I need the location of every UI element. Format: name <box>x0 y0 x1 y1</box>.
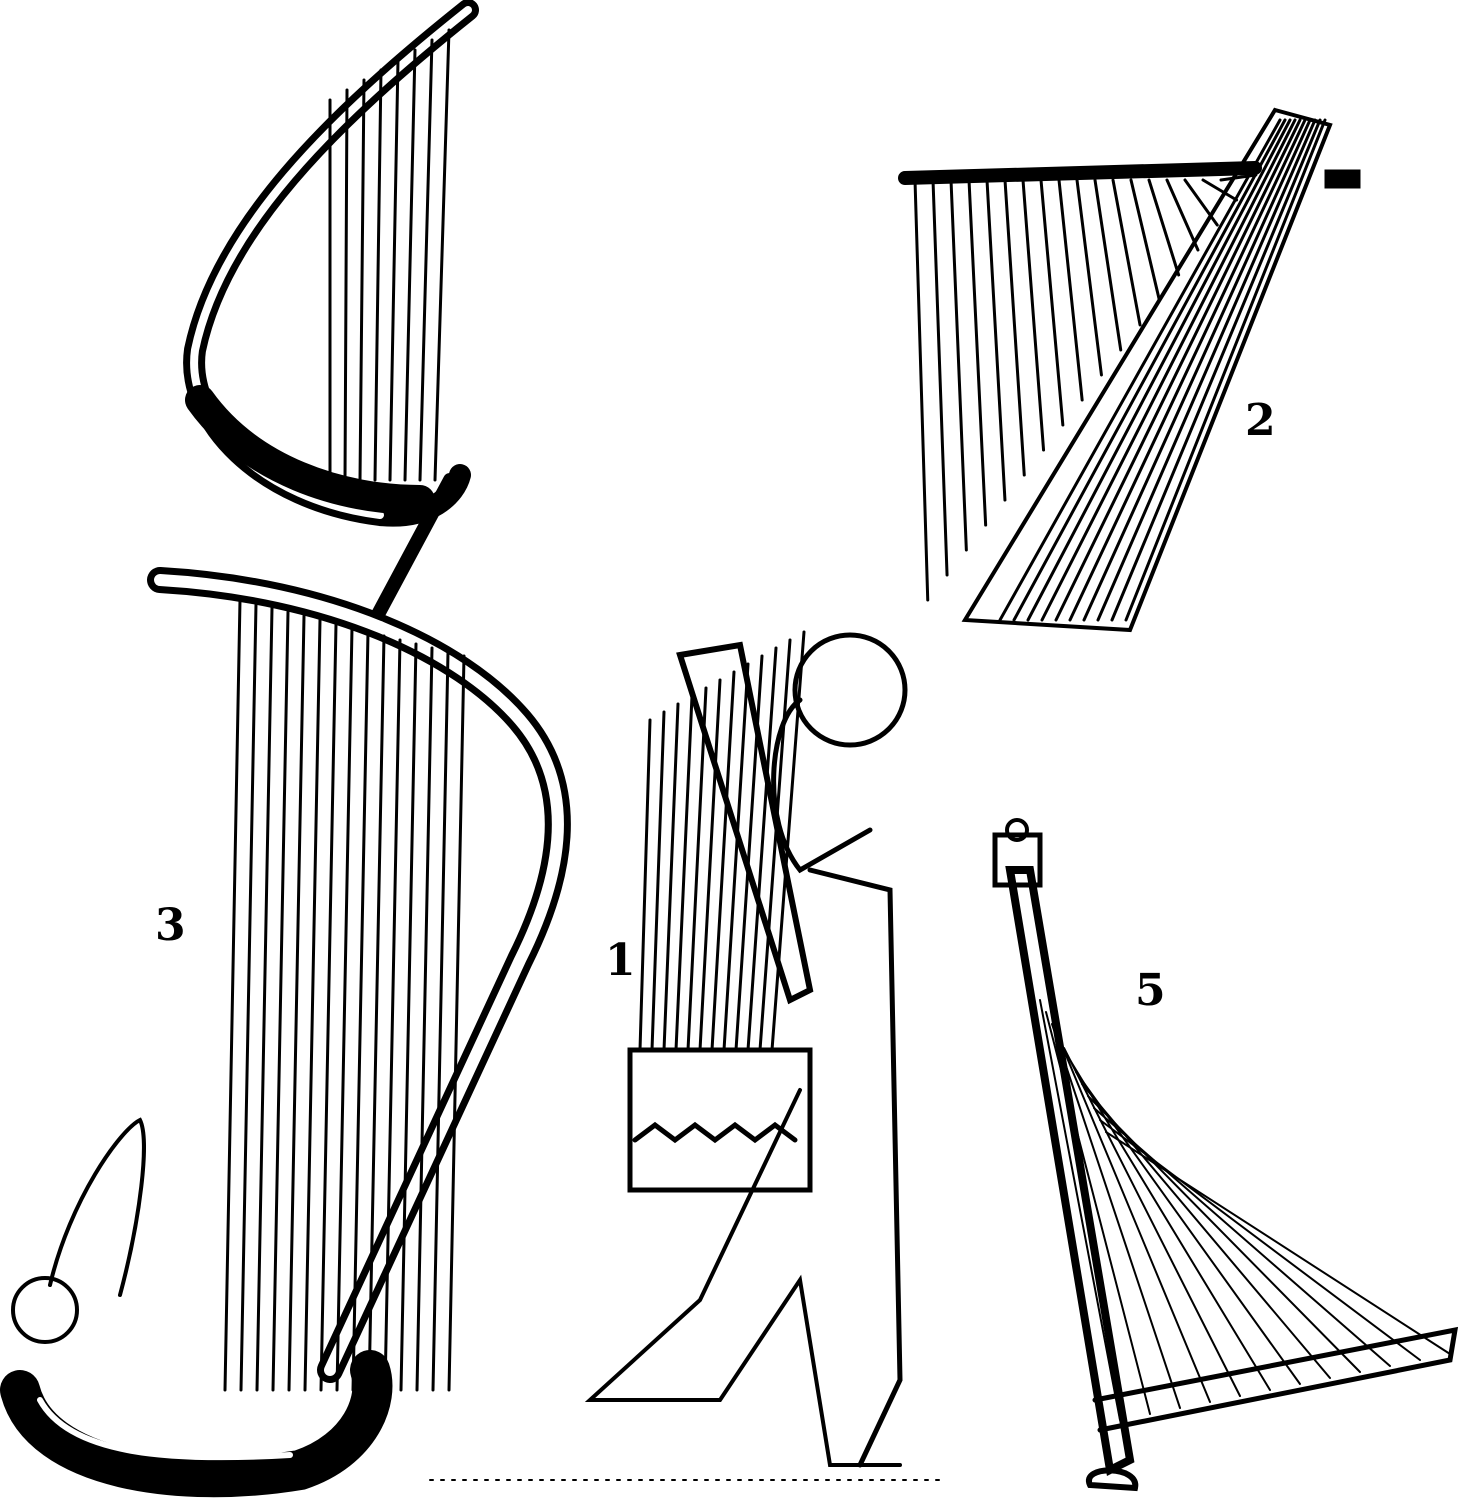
harp-string <box>431 650 450 1392</box>
harp-string <box>1111 178 1142 327</box>
harp-string <box>1051 1023 1181 1409</box>
harp-1-with-player <box>429 630 941 1481</box>
harp-string <box>686 686 708 1052</box>
figure-label-2: 2 <box>1245 395 1276 446</box>
harp-string <box>1105 1131 1451 1355</box>
harp-string <box>1099 1119 1421 1361</box>
harp-string <box>1045 1011 1151 1415</box>
harp-string <box>303 618 322 1392</box>
harp-string <box>1147 178 1181 277</box>
figure-label-3: 3 <box>155 900 186 951</box>
harp-string <box>1057 178 1084 402</box>
harp-string <box>1165 178 1200 252</box>
harp-string <box>1129 178 1161 302</box>
harp-string <box>239 602 258 1392</box>
harp-string <box>674 694 694 1052</box>
harp-string <box>447 654 466 1392</box>
harp-string <box>662 702 680 1052</box>
harp-string <box>638 718 652 1052</box>
harp-string <box>335 626 354 1392</box>
harp-string <box>985 178 1007 502</box>
harp-string <box>1093 178 1123 352</box>
harp-string <box>1057 1035 1211 1403</box>
harp-string <box>418 38 434 482</box>
harp-string <box>1201 178 1239 202</box>
harp-string <box>415 646 434 1392</box>
harp-string <box>1075 178 1103 377</box>
harp-string <box>650 710 666 1052</box>
harp-2 <box>898 107 1361 633</box>
figure-label-1: 1 <box>605 935 636 986</box>
harp-string <box>255 606 274 1392</box>
harp-string <box>403 48 417 482</box>
harp-string <box>967 178 988 527</box>
harp-string <box>223 598 242 1392</box>
harp-string <box>343 88 349 482</box>
harp-string <box>931 178 949 577</box>
harp-string <box>1082 118 1312 622</box>
harp-string <box>1040 118 1297 622</box>
harp-string <box>1039 178 1065 427</box>
harp-string <box>1003 178 1026 477</box>
harp-string <box>746 646 778 1052</box>
harp-string <box>734 654 764 1052</box>
harp-string <box>373 68 383 482</box>
harp-string <box>1093 1107 1391 1367</box>
harp-string <box>710 670 736 1052</box>
harp-string <box>1026 118 1292 622</box>
harp-string <box>271 610 290 1392</box>
harp-string <box>367 634 386 1392</box>
harp-string <box>949 178 968 552</box>
harp-string <box>351 630 370 1392</box>
harp-string <box>1012 118 1287 622</box>
harp-string <box>998 118 1282 622</box>
harp-string <box>433 28 451 482</box>
harp-string <box>287 614 306 1392</box>
harp-string <box>1068 118 1307 622</box>
harp-string <box>722 662 750 1052</box>
harp-string <box>1110 118 1322 622</box>
harp-string <box>383 638 402 1392</box>
harp-string <box>1063 1047 1241 1397</box>
harp-string <box>1039 999 1121 1421</box>
harp-string <box>1124 118 1327 622</box>
harp-string <box>1054 118 1302 622</box>
harp-string <box>358 78 366 482</box>
harp-string <box>913 178 930 602</box>
harp-string <box>388 58 400 482</box>
harp-string <box>1096 118 1317 622</box>
figure-label-5: 5 <box>1135 965 1166 1016</box>
harp-5 <box>992 818 1459 1492</box>
harp-3 <box>0 567 571 1498</box>
harp-string <box>399 642 418 1392</box>
harp-string <box>758 638 792 1052</box>
harp-string <box>698 678 722 1052</box>
harp-string <box>1021 178 1046 452</box>
harp-string <box>319 622 338 1392</box>
harp-top-left <box>183 0 479 627</box>
harp-string <box>1183 178 1219 227</box>
